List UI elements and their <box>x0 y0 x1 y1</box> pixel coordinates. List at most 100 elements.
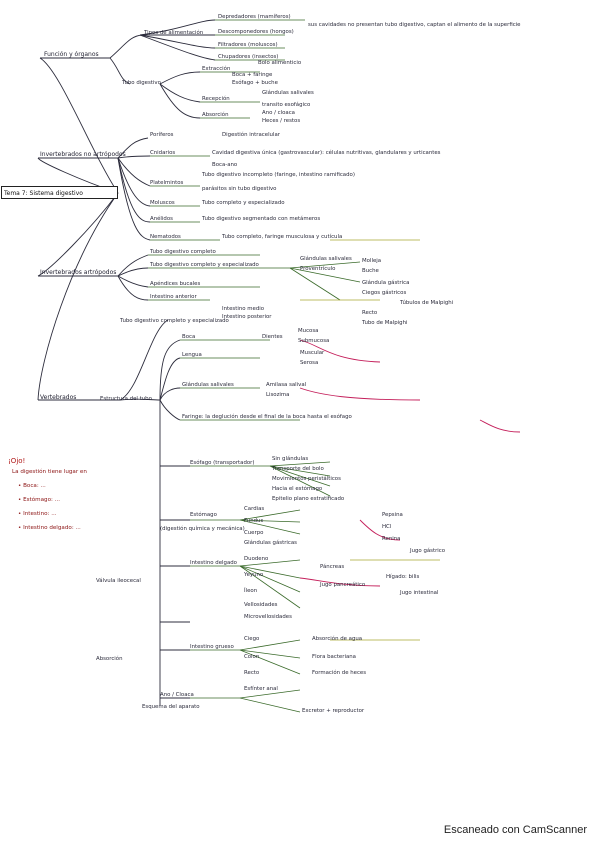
inv-molusco: Moluscos <box>150 200 175 206</box>
vert-part-5: Dientes <box>262 334 283 340</box>
vert-section-f-note: Esfínter anal <box>244 686 278 692</box>
branch-invertebrados: Invertebrados no artrópodos <box>40 151 126 158</box>
inv-note-3: Boca-ano <box>212 162 238 168</box>
vert-extra-3: Válvula ileocecal <box>96 578 141 584</box>
branch-funcion: Función y órganos <box>44 51 99 58</box>
art-note-5: Glándula gástrica <box>362 280 410 286</box>
art-item-1: Tubo digestivo completo <box>150 249 216 255</box>
note-heading: ¡Ojo! <box>8 457 26 465</box>
vert-section-f: Ano / Cloaca <box>160 692 194 698</box>
vert-part-note-6: Lisozima <box>266 392 290 398</box>
note-box: ¡Ojo! La digestión tiene lugar en • Boca… <box>8 457 138 552</box>
vert-section-b: Esófago (transportador) <box>190 460 255 466</box>
vert-part-3: Glándulas salivales <box>182 382 234 388</box>
vert-section-a: Estructura del tubo <box>100 396 152 402</box>
intg-item-3: Recto <box>244 670 260 676</box>
art-note-6: Ciegos gástricos <box>362 290 407 296</box>
art-note-8: Recto <box>362 310 378 316</box>
inv-note-6: Tubo completo y especializado <box>202 200 285 206</box>
vert-section-c: Estómago <box>190 512 217 518</box>
vert-section-e: Intestino grueso <box>190 644 234 650</box>
intg-note-2: Flora bacteriana <box>312 654 356 660</box>
tubo-item-3: Esófago + buche <box>232 80 278 86</box>
intd-note-4: Jugo intestinal <box>400 590 439 596</box>
inv-porifero: Poríferos <box>150 132 174 138</box>
estom-sub: (digestión química y mecánica) <box>160 526 245 532</box>
vert-part-note-1: Mucosa <box>298 328 319 334</box>
esof-item-3: Movimientos peristálticos <box>272 476 341 482</box>
mind-map-sheet: Tema 7: Sistema digestivo Función y órga… <box>1 14 521 714</box>
vert-part-note-2: Submucosa <box>298 338 330 344</box>
funcion-item-3: Filtradores (moluscos) <box>218 42 278 48</box>
branch-artropodos: Invertebrados artrópodos <box>40 269 117 276</box>
inv-note-2: Cavidad digestiva única (gastrovascular)… <box>212 150 441 156</box>
estom-note-3: Renina <box>382 536 401 542</box>
esof-item-2: Transporte del bolo <box>272 466 324 472</box>
inv-platelminto: Platelmintos <box>150 180 184 186</box>
intd-item-1: Duodeno <box>244 556 269 562</box>
tubo-note-2: Glándulas salivales <box>262 90 314 96</box>
art-item-2: Tubo digestivo completo y especializado <box>150 262 259 268</box>
tubo-item-1: Extracción <box>202 66 231 72</box>
inv-anelido: Anélidos <box>150 216 173 222</box>
esof-item-4: Hacia el estómago <box>272 486 323 492</box>
estom-item-3: Cuerpo <box>244 530 264 536</box>
inv-note-5: parásitos sin tubo digestivo <box>202 186 277 192</box>
tubo-item-5: Absorción <box>202 112 229 118</box>
art-item-6: Intestino posterior <box>222 314 272 320</box>
vert-section-d: Intestino delgado <box>190 560 237 566</box>
branch-vertebrados: Vertebrados <box>40 394 77 401</box>
funcion-sub1: Tipos de alimentación <box>144 30 204 36</box>
esof-item-1: Sin glándulas <box>272 456 309 462</box>
vert-part-2: Lengua <box>182 352 202 358</box>
vert-mouth-note: Faringe: la deglución desde el final de … <box>182 414 352 420</box>
funcion-sub2: Tubo digestivo <box>122 80 161 86</box>
tubo-note-5: Heces / restos <box>262 118 301 124</box>
vert-extra-1: Absorción <box>96 656 123 662</box>
inv-note-1: Digestión intracelular <box>222 132 280 138</box>
art-note-1: Glándulas salivales <box>300 256 352 262</box>
intd-note-2: Hígado: bilis <box>386 574 420 580</box>
funcion-sub1-note: sus cavidades no presentan tubo digestiv… <box>308 22 521 28</box>
note-line-2: • Estómago: ... <box>18 497 60 503</box>
note-intro: La digestión tiene lugar en <box>12 469 87 475</box>
intd-note-1: Páncreas <box>320 564 345 570</box>
funcion-item-4: Chupadores (insectos) <box>218 54 279 60</box>
art-item-3: Apéndices bucales <box>150 281 201 287</box>
intd-item-5: Microvellosidades <box>244 614 292 620</box>
funcion-item-2: Descomponedores (hongos) <box>218 29 294 35</box>
art-note-2: Proventrículo <box>300 266 336 272</box>
scanner-footer: Escaneado con CamScanner <box>0 800 599 848</box>
inv-note-7: Tubo digestivo segmentado con metámeros <box>202 216 321 222</box>
intd-item-3: Íleon <box>244 588 258 594</box>
inv-note-8: Tubo completo, faringe musculosa y cutíc… <box>222 234 343 240</box>
art-note-4: Buche <box>362 268 379 274</box>
intg-item-1: Ciego <box>244 636 260 642</box>
intg-note-1: Absorción de agua <box>312 636 363 642</box>
intd-item-2: Yeyuno <box>244 572 264 578</box>
note-line-3: • Intestino: ... <box>18 511 57 517</box>
vert-part-note-3: Muscular <box>300 350 325 356</box>
tubo-note-3: transito esofágico <box>262 102 311 108</box>
intg-item-2: Colon <box>244 654 260 660</box>
inv-nematodo: Nematodos <box>150 234 181 240</box>
funcion-item-1: Depredadores (mamíferos) <box>218 14 291 20</box>
tubo-item-4: Recepción <box>202 96 230 102</box>
estom-note-2: HCl <box>382 524 392 530</box>
mind-map-connectors <box>37 19 521 713</box>
vert-extra-2: Esquema del aparato <box>142 704 200 710</box>
estom-item-1: Cardias <box>244 506 265 512</box>
note-line-4: • Intestino delgado: ... <box>18 525 81 531</box>
vert-part-note-5: Amilasa salival <box>266 382 307 388</box>
art-note-3: Molleja <box>362 258 382 264</box>
esof-item-5: Epitelio plano estratificado <box>272 496 345 502</box>
scanner-watermark: Escaneado con CamScanner <box>443 824 587 836</box>
art-note-7: Túbulos de Malpighi <box>400 300 454 306</box>
inv-cnidario: Cnidarios <box>150 150 176 156</box>
tubo-item-2: Boca + faringe <box>232 72 273 78</box>
vert-extra-4: Excretor + reproductor <box>302 708 365 714</box>
estom-item-5: Glándulas gástricas <box>244 540 297 546</box>
art-note-9: Tubo de Malpighi <box>362 320 408 326</box>
intd-item-4: Vellosidades <box>244 602 278 608</box>
estom-note-4: Jugo gástrico <box>410 548 446 554</box>
